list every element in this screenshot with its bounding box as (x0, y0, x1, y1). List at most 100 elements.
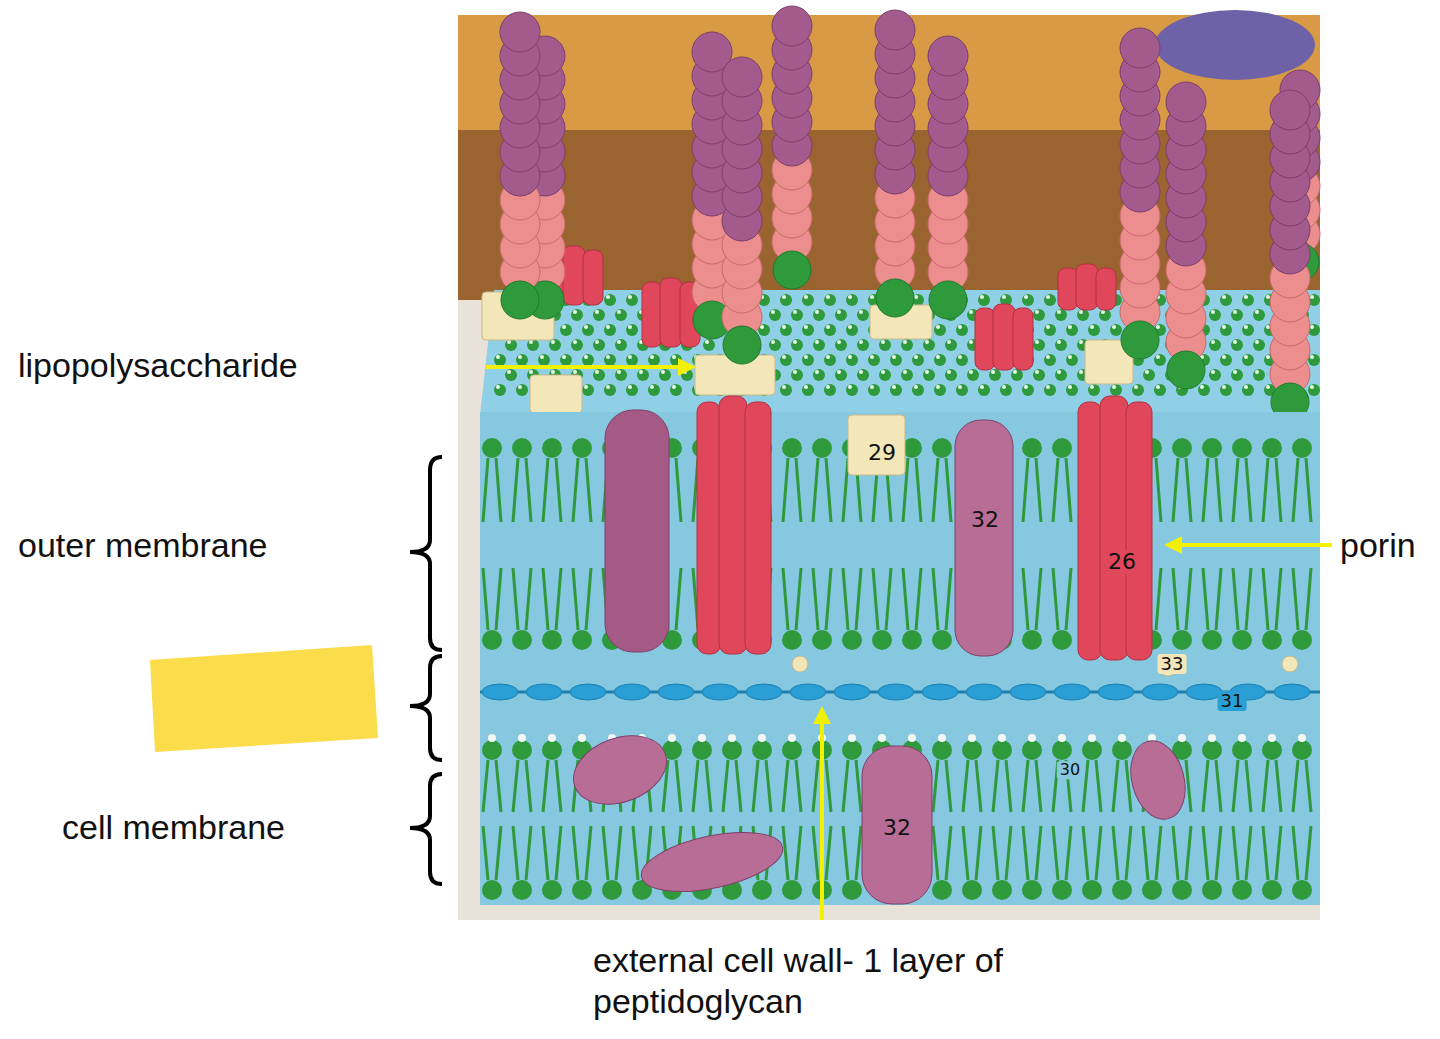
lipid-tail (903, 568, 908, 630)
lipid-tail (1293, 568, 1298, 630)
lipid-head (782, 630, 802, 650)
lipid-head (1110, 324, 1122, 336)
lipid-head (560, 354, 572, 366)
part-label: outer membrane (18, 525, 267, 566)
lipid-head (1154, 384, 1166, 396)
lipid-head (813, 309, 825, 321)
lipid-head (846, 354, 858, 366)
lipid-head (1022, 740, 1042, 760)
lipid-highlight (628, 355, 632, 359)
lipid-head (1112, 740, 1132, 760)
lipid-tail (946, 458, 951, 522)
lipid-head (872, 630, 892, 650)
lipid-tail (1263, 760, 1268, 812)
lipid-dot (728, 734, 736, 742)
lipid-tail (1263, 458, 1268, 522)
lipid-highlight (859, 370, 863, 374)
lipid-highlight (914, 295, 918, 299)
lipid-highlight (969, 340, 973, 344)
lipid-head (542, 438, 562, 458)
lipid-head (782, 438, 802, 458)
lipid-head (812, 630, 832, 650)
lipid-tail (483, 826, 488, 880)
lipid-head (722, 740, 742, 760)
lipid-tail (543, 760, 548, 812)
lipid-tail (976, 760, 981, 812)
lipid-highlight (1046, 355, 1050, 359)
part-label: porin (1340, 525, 1416, 566)
lipid-head (1253, 309, 1265, 321)
lipid-highlight (837, 340, 841, 344)
lipid-tail (1203, 826, 1208, 880)
lipid-head (538, 354, 550, 366)
lipid-highlight (804, 355, 808, 359)
lipid-dot (968, 734, 976, 742)
lipid-head (604, 324, 616, 336)
lipid-head (1232, 740, 1252, 760)
lipid-head (1262, 740, 1282, 760)
lipid-head (802, 384, 814, 396)
lipid-highlight (826, 325, 830, 329)
lipid-tail (1246, 458, 1251, 522)
lipid-head (782, 740, 802, 760)
lipid-highlight (1156, 385, 1160, 389)
lipid-tail (586, 458, 591, 522)
porin-top (1096, 268, 1116, 310)
lipid-dot (1238, 734, 1246, 742)
lipid-tail (693, 760, 698, 812)
polysaccharide-bead (1120, 28, 1160, 68)
lipid-head (956, 384, 968, 396)
lipid-head (769, 309, 781, 321)
lipid-highlight (947, 370, 951, 374)
lipid-tail (1233, 568, 1238, 630)
lipoprotein (792, 656, 808, 672)
lipid-head (1044, 354, 1056, 366)
lipid-tail (796, 568, 801, 630)
core-sugar (1121, 321, 1159, 359)
lipid-head (1052, 438, 1072, 458)
lipid-head (923, 339, 935, 351)
lipid-head (835, 339, 847, 351)
lipid-head (626, 384, 638, 396)
lipid-dot (878, 734, 886, 742)
lipid-highlight (1266, 295, 1270, 299)
porin-protein (745, 402, 771, 654)
lipid-head (1088, 324, 1100, 336)
lipid-dot (548, 734, 556, 742)
lipid-head (1172, 880, 1192, 900)
lipid-highlight (551, 340, 555, 344)
lipid-head (505, 339, 517, 351)
part-label: external cell wall- 1 layer of peptidogl… (593, 940, 1133, 1022)
lipid-highlight (1035, 340, 1039, 344)
lipid-head (780, 354, 792, 366)
lipid-head (769, 339, 781, 351)
lipid-highlight (1134, 385, 1138, 389)
lipid-tail (676, 458, 681, 522)
lipid-head (1242, 324, 1254, 336)
lipid-dot (518, 734, 526, 742)
lipid-tail (843, 826, 848, 880)
porin-protein (719, 396, 747, 654)
lipid-head (932, 880, 952, 900)
lipid-tail (826, 458, 831, 522)
lipid-highlight (980, 385, 984, 389)
lipid-highlight (1233, 370, 1237, 374)
lipid-tail (1203, 760, 1208, 812)
lipid-highlight (661, 370, 665, 374)
lipid-head (1033, 339, 1045, 351)
lipid-head (824, 384, 836, 396)
lipid-highlight (1310, 355, 1314, 359)
lipid-tail (1263, 826, 1268, 880)
lipid-highlight (540, 355, 544, 359)
lipid-head (992, 740, 1012, 760)
callout-number: 32 (880, 816, 914, 840)
membrane-protein (1123, 735, 1194, 826)
callout-number: 30 (1057, 761, 1083, 779)
lipid-tail (1023, 826, 1028, 880)
lipid-tail (933, 826, 938, 880)
peptidoglycan-unit (526, 684, 562, 700)
lipid-tail (526, 458, 531, 522)
lipid-highlight (1156, 325, 1160, 329)
peptidoglycan-unit (746, 684, 782, 700)
lipid-head (1308, 354, 1320, 366)
